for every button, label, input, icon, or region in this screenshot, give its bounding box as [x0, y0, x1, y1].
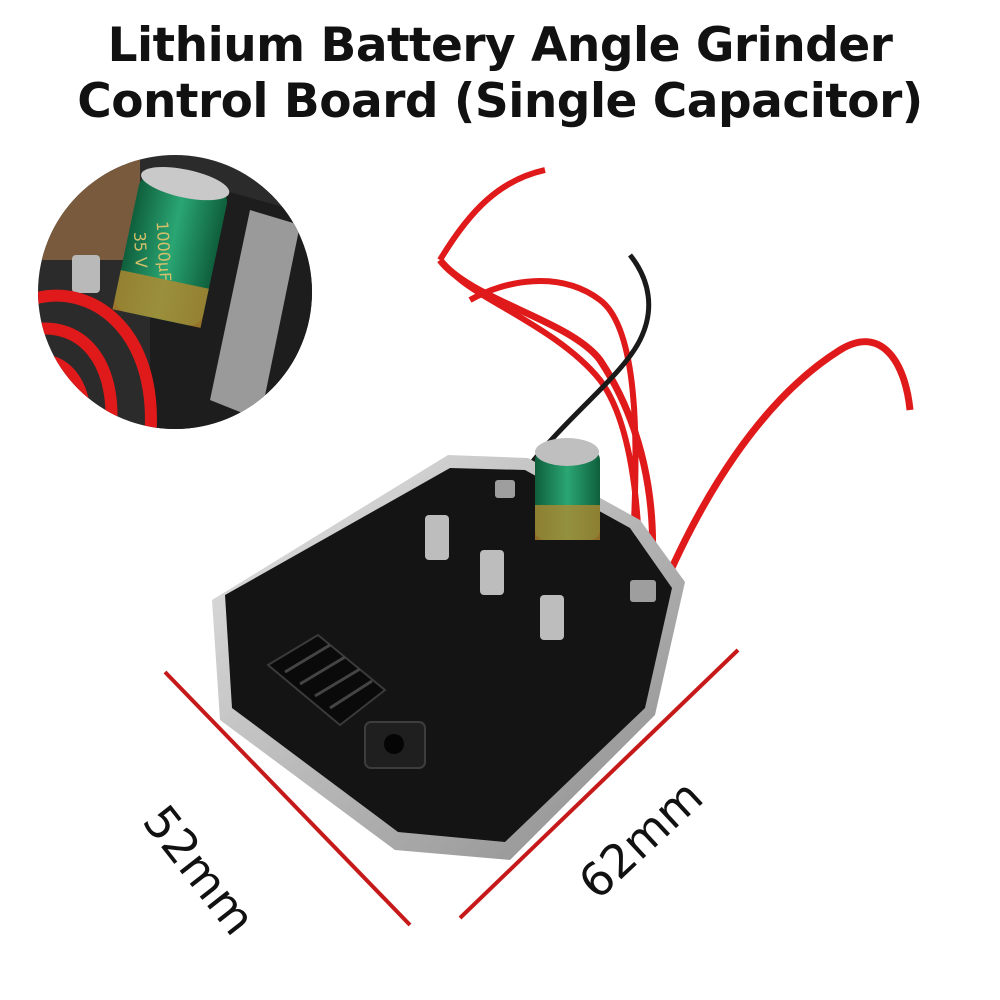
page-title: Lithium Battery Angle Grinder Control Bo… [0, 18, 1000, 130]
connector-socket [266, 633, 387, 727]
capacitor [535, 438, 600, 540]
title-line-2: Control Board (Single Capacitor) [77, 74, 923, 129]
dimension-line-52mm [163, 670, 412, 927]
dimension-line-62mm [458, 648, 740, 920]
title-line-1: Lithium Battery Angle Grinder [107, 18, 893, 73]
capacitor-label: 1000µF [153, 221, 175, 282]
control-board [212, 438, 685, 860]
capacitor-voltage: 35 V [130, 231, 151, 268]
wires [437, 167, 914, 597]
dimension-lines [163, 648, 740, 927]
terminals [425, 480, 656, 640]
capacitor-closeup-inset: 1000µF 35 V [38, 155, 312, 429]
push-button [364, 721, 426, 769]
